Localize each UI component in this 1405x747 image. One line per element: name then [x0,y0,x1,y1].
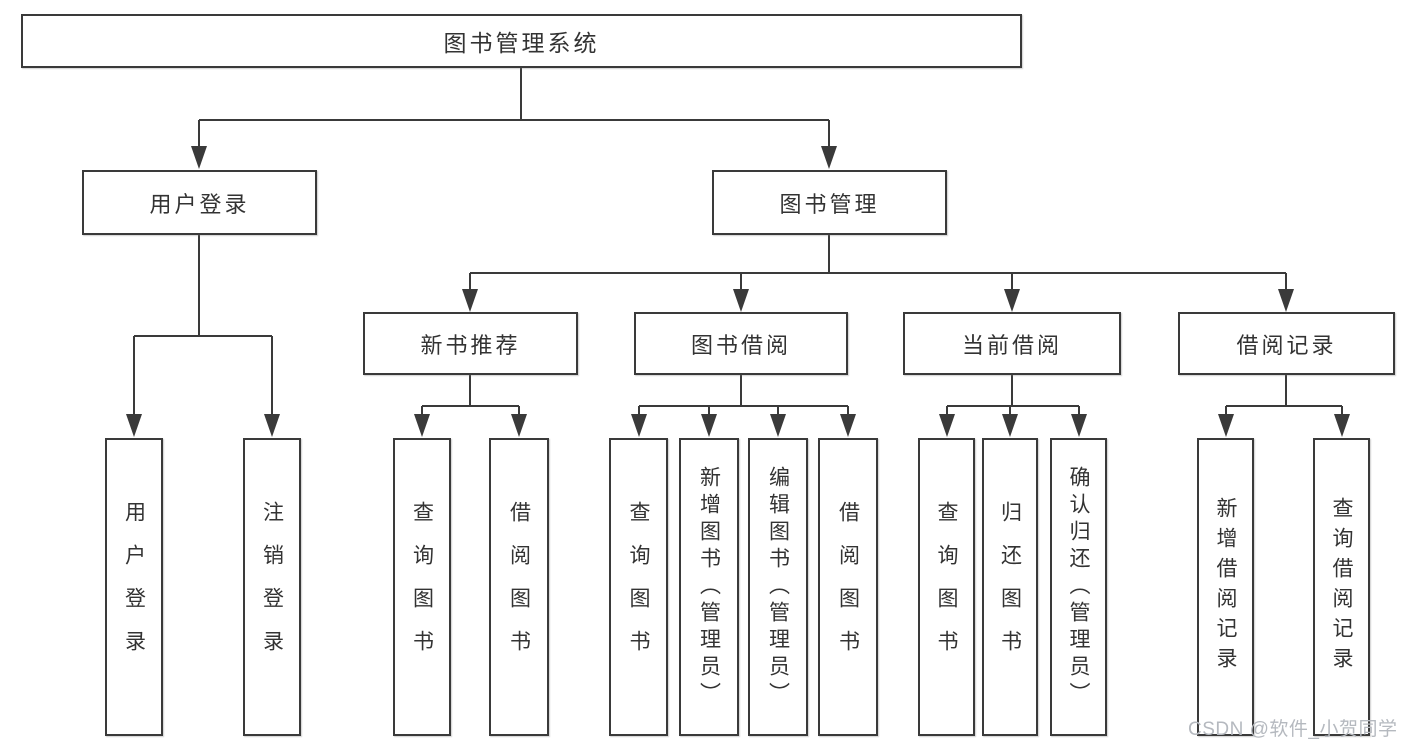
node-label: 查询借阅记录 [1330,497,1353,677]
node-user-login: 用户登录 [82,170,317,235]
leaf-query-books-2: 查询图书 [609,438,668,736]
node-label: 查询图书 [627,501,650,673]
node-label: 注销登录 [260,501,284,673]
node-label: 查询图书 [935,501,958,673]
node-label: 借阅记录 [1236,332,1337,358]
node-label: 用户登录 [149,191,250,217]
leaf-return-books: 归还图书 [982,438,1038,736]
csdn-watermark: CSDN @软件_小贺同学 [1188,719,1398,740]
node-label: 归还图书 [998,501,1022,673]
node-label: 用户登录 [122,501,146,673]
node-label: 借阅图书 [836,501,860,673]
node-new-book-recommendation: 新书推荐 [363,312,578,375]
node-label: 编辑图书（管理员） [766,465,790,709]
leaf-query-borrow-record: 查询借阅记录 [1313,438,1370,736]
leaf-user-login: 用户登录 [105,438,163,736]
leaf-borrow-books-2: 借阅图书 [818,438,878,736]
node-book-borrowing: 图书借阅 [634,312,848,375]
arrowheads [126,146,1350,437]
node-label: 查询图书 [410,501,434,673]
node-label: 图书管理 [779,191,880,217]
leaf-logout: 注销登录 [243,438,301,736]
node-label: 图书管理系统 [443,30,600,56]
leaf-query-books-1: 查询图书 [393,438,451,736]
leaf-borrow-books-1: 借阅图书 [489,438,549,736]
node-label: 确认归还（管理员） [1067,465,1090,709]
node-library-management-system: 图书管理系统 [21,14,1022,68]
node-label: 借阅图书 [507,501,531,673]
node-borrowing-records: 借阅记录 [1178,312,1395,375]
leaf-confirm-return-admin: 确认归还（管理员） [1050,438,1107,736]
node-label: 新增图书（管理员） [697,465,721,709]
node-book-management: 图书管理 [712,170,947,235]
node-label: 新书推荐 [420,332,521,358]
leaf-add-borrow-record: 新增借阅记录 [1197,438,1254,736]
leaf-query-books-3: 查询图书 [918,438,975,736]
leaf-add-books-admin: 新增图书（管理员） [679,438,739,736]
node-label: 图书借阅 [690,332,791,358]
node-label: 新增借阅记录 [1214,497,1237,677]
node-label: 当前借阅 [961,332,1062,358]
leaf-edit-books-admin: 编辑图书（管理员） [748,438,808,736]
node-current-borrowing: 当前借阅 [903,312,1121,375]
